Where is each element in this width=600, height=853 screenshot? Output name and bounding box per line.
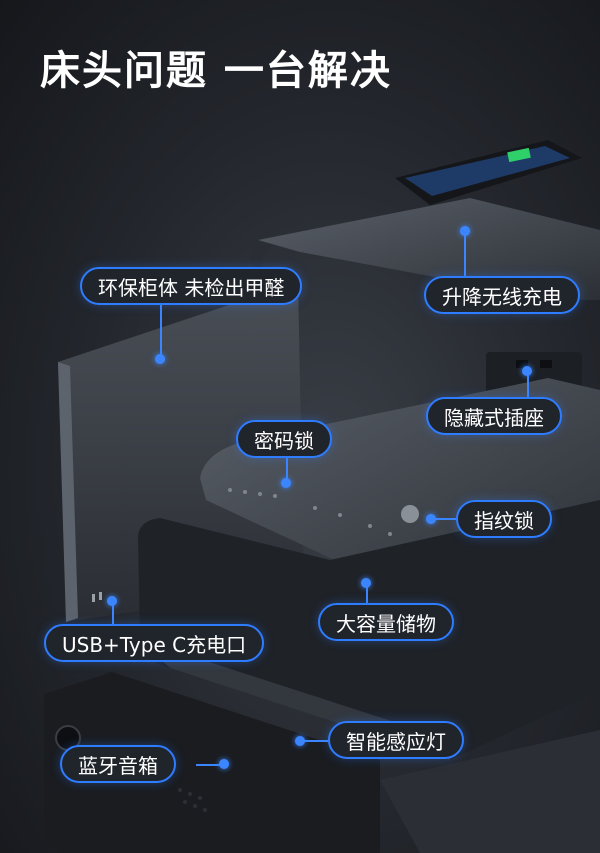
hidden-socket-label: 隐藏式插座 [426, 397, 562, 435]
smart-light-label: 智能感应灯 [328, 721, 464, 759]
usb-port-leader [112, 600, 114, 624]
large-storage-dot [361, 578, 371, 588]
large-storage-label: 大容量储物 [318, 603, 454, 641]
large-storage-leader [366, 582, 368, 604]
fingerprint-lock-dot [426, 514, 436, 524]
eco-cabinet-leader [160, 300, 162, 358]
eco-cabinet-label: 环保柜体 未检出甲醛 [80, 267, 303, 305]
socket-slot [540, 360, 552, 368]
usb-port-shape [99, 592, 102, 600]
wireless-charging-label: 升降无线充电 [424, 276, 580, 314]
fingerprint-lock-label: 指纹锁 [456, 500, 552, 538]
socket-slot [516, 360, 528, 368]
bluetooth-speaker-leader [196, 764, 224, 766]
smart-light-dot [295, 736, 305, 746]
password-lock-dot [281, 478, 291, 488]
phone-shape [395, 140, 582, 205]
bluetooth-speaker-label: 蓝牙音箱 [60, 745, 176, 783]
usb-port-label: USB+Type C充电口 [44, 624, 265, 662]
side-panel-shape [58, 282, 304, 622]
eco-cabinet-dot [155, 354, 165, 364]
lid-keypad-dots [228, 488, 392, 536]
hidden-socket-leader [527, 370, 529, 398]
speaker-shape [44, 672, 380, 853]
fingerprint-sensor-shape [401, 505, 419, 523]
wireless-charging-dot [460, 226, 470, 236]
hidden-socket-dot [522, 366, 532, 376]
password-lock-leader [286, 456, 288, 482]
lift-stand-leg [250, 240, 272, 270]
password-lock-label: 密码锁 [236, 420, 332, 458]
bluetooth-speaker-dot [219, 759, 229, 769]
wireless-charging-leader [464, 230, 466, 280]
usb-port-dot [107, 596, 117, 606]
usb-port-shape [92, 594, 95, 602]
page-title: 床头问题 一台解决 [40, 48, 392, 94]
speaker-grille [178, 788, 207, 812]
smart-light-leader [300, 740, 330, 742]
lift-stand-shape [258, 198, 600, 300]
base-platform-shape [380, 730, 600, 853]
fingerprint-lock-leader [430, 518, 458, 520]
